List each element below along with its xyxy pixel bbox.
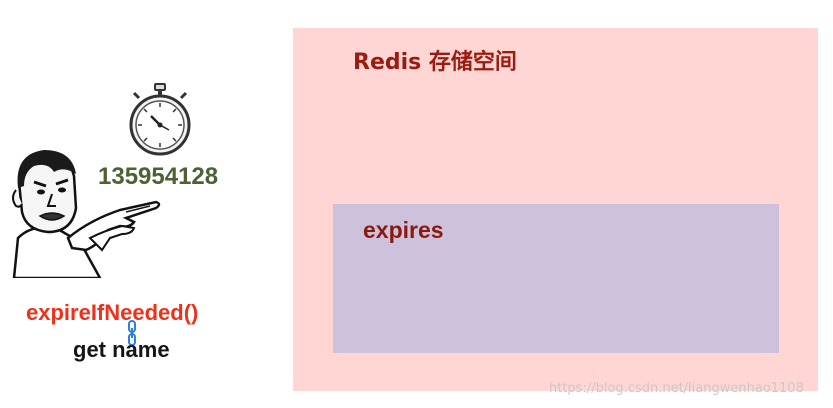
get-name-command: get name — [73, 337, 170, 362]
stopwatch-icon — [129, 83, 191, 156]
expires-label: expires — [363, 217, 444, 243]
expire-if-needed-call: expireIfNeeded() — [26, 300, 199, 325]
pointing-man-illustration — [12, 150, 161, 278]
expires-area: expires — [333, 204, 779, 353]
watermark-url: https://blog.csdn.net/liangwenhao1108 — [549, 381, 804, 396]
redis-storage-title: Redis 存储空间 — [353, 50, 517, 75]
redis-storage-space: Redis 存储空间 expires — [293, 28, 818, 391]
expiry-timestamp: 135954128 — [98, 163, 219, 190]
link-icon — [128, 320, 136, 346]
